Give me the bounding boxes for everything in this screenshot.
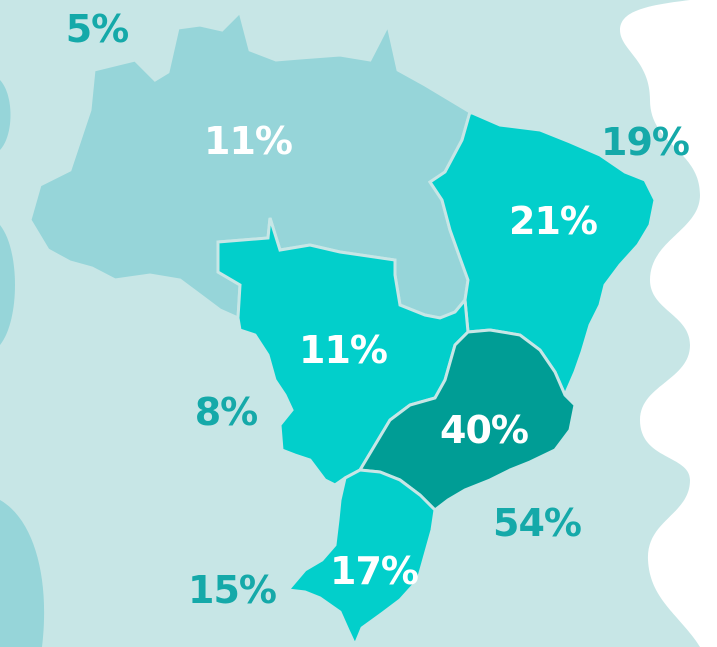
south-outer-label: 15% xyxy=(188,568,277,612)
region-south[interactable] xyxy=(285,468,437,647)
left-circle-top xyxy=(0,80,11,150)
region-southeast[interactable] xyxy=(357,328,577,512)
right-edge-decoration xyxy=(620,0,717,647)
southeast-inner-label: 40% xyxy=(440,408,529,452)
northeast-outer-label: 19% xyxy=(601,120,690,164)
southeast-outer-label: 54% xyxy=(493,501,582,545)
south-inner-label: 17% xyxy=(330,549,419,593)
region-northeast[interactable] xyxy=(427,109,657,399)
north-inner-label: 11% xyxy=(204,119,293,163)
north-outer-label: 5% xyxy=(65,7,130,51)
left-circle-bottom xyxy=(0,500,45,647)
left-circle-mid xyxy=(0,225,15,345)
northeast-inner-label: 21% xyxy=(509,199,598,243)
center-west-outer-label: 8% xyxy=(194,390,259,434)
center-west-inner-label: 11% xyxy=(299,328,388,372)
